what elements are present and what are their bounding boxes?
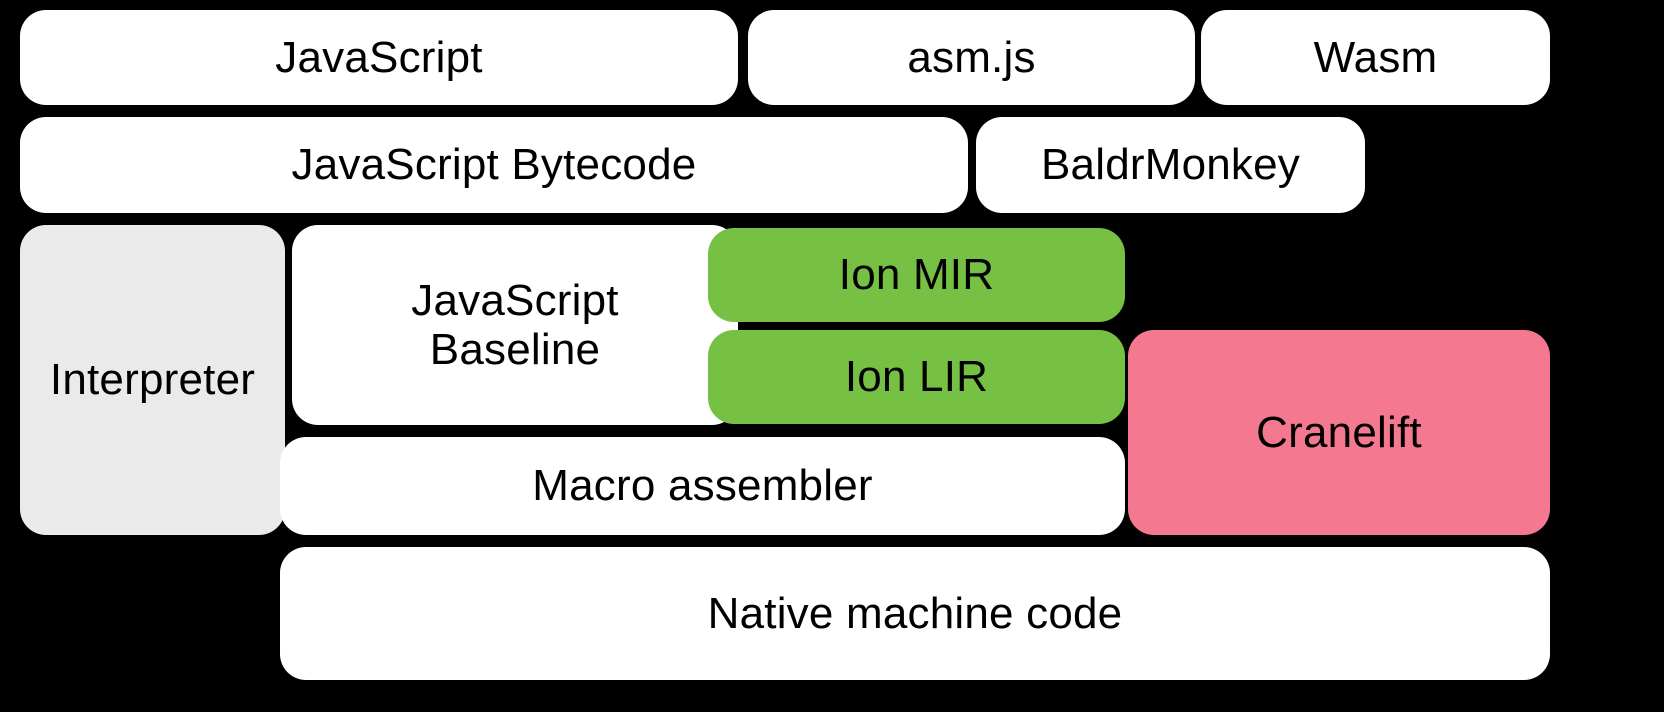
node-native-machine-code[interactable]: Native machine code [280,547,1550,680]
node-interpreter[interactable]: Interpreter [20,225,285,535]
node-javascript-bytecode[interactable]: JavaScript Bytecode [20,117,968,213]
node-baldrmonkey[interactable]: BaldrMonkey [976,117,1365,213]
node-macro-assembler[interactable]: Macro assembler [280,437,1125,535]
node-cranelift[interactable]: Cranelift [1128,330,1550,535]
node-wasm[interactable]: Wasm [1201,10,1550,105]
node-ion-mir[interactable]: Ion MIR [708,228,1125,322]
node-javascript-baseline[interactable]: JavaScript Baseline [292,225,738,425]
node-asmjs[interactable]: asm.js [748,10,1195,105]
node-javascript[interactable]: JavaScript [20,10,738,105]
node-ion-lir[interactable]: Ion LIR [708,330,1125,424]
